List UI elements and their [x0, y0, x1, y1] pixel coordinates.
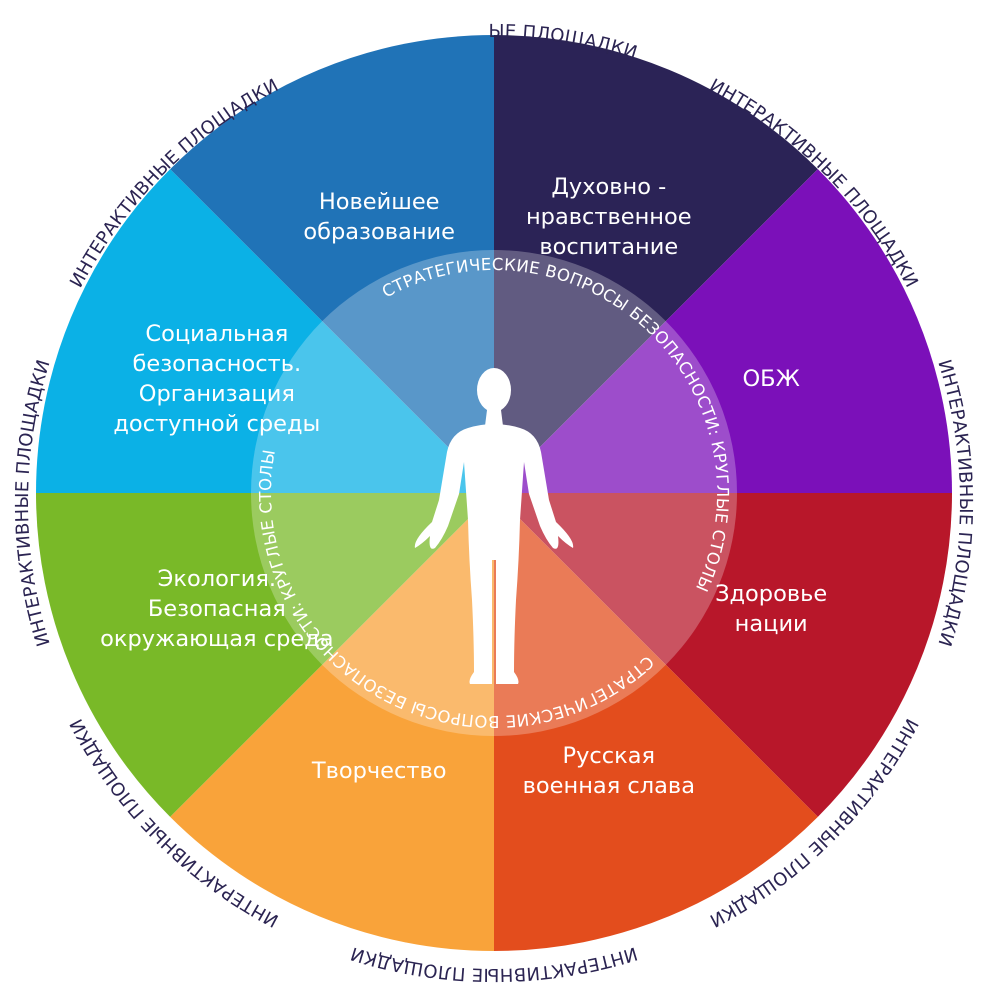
segment-label-line: окружающая среда: [100, 626, 333, 652]
segment-label-obzh: ОБЖ: [742, 366, 799, 392]
segment-label-line: образование: [303, 219, 455, 245]
segment-label-health: Здоровье нации: [715, 581, 827, 637]
segment-obzh: [494, 169, 952, 494]
segment-label-line: Социальная: [145, 321, 288, 347]
segment-military: [494, 493, 818, 951]
segment-label-line: доступной среды: [113, 411, 320, 437]
segment-spiritual: [494, 35, 818, 493]
segment-label-education: Новейшее образование: [303, 189, 455, 245]
segment-education: [170, 35, 495, 493]
segment-health: [494, 493, 952, 817]
segment-label-social: Социальная безопасность. Организация доступ…: [113, 321, 320, 437]
segment-ecology: [36, 493, 494, 817]
human-figure-icon: [414, 368, 574, 684]
segment-label-line: ОБЖ: [742, 366, 799, 392]
segment-label-line: Безопасная: [148, 596, 286, 622]
segment-label-line: военная слава: [523, 773, 695, 799]
segment-label-military: Русская военная слава: [523, 743, 695, 799]
segment-label-line: нравственное: [526, 204, 692, 230]
segment-label-spiritual: Духовно - нравственное воспитание: [526, 174, 692, 260]
segment-label-line: безопасность.: [132, 351, 301, 377]
segment-social: [36, 169, 494, 494]
segment-label-ecology: Экология. Безопасная окружающая среда: [100, 566, 333, 652]
segment-label-line: нации: [735, 611, 808, 637]
segment-label-creativity: Творчество: [311, 758, 447, 784]
segment-label-line: Организация: [139, 381, 295, 407]
segment-label-line: Экология.: [158, 566, 276, 592]
segment-label-line: Духовно -: [551, 174, 666, 200]
segment-label-line: воспитание: [539, 234, 678, 260]
segment-creativity: [170, 493, 495, 951]
segment-label-line: Новейшее: [319, 189, 440, 215]
segment-label-line: Русская: [563, 743, 656, 769]
segment-label-line: Здоровье: [715, 581, 827, 607]
segment-label-line: Творчество: [311, 758, 447, 784]
